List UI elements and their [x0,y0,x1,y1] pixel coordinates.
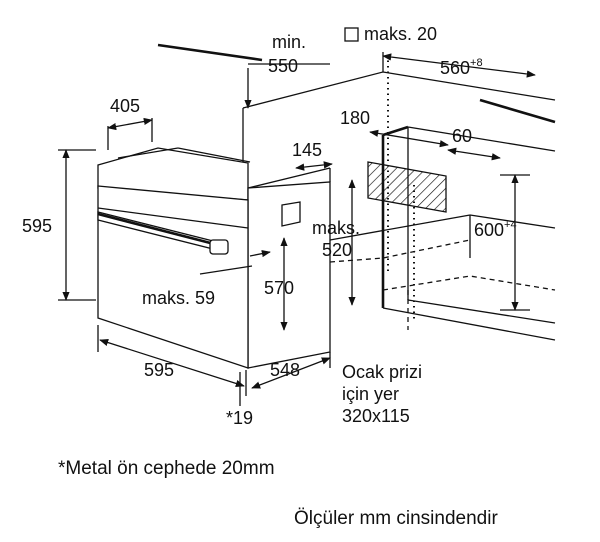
dim-405 [107,117,153,131]
dim-180 [369,129,449,148]
dim-560 [382,53,536,78]
label-405: 405 [110,96,140,116]
oven-front-panel [97,185,249,369]
dim-145 [295,161,333,171]
plinth-edge [382,307,556,341]
label-min-550: 550 [268,56,298,76]
label-595-height: 595 [22,216,52,236]
oven-top-face [97,147,249,201]
oven-door-handle-edge [97,212,223,248]
oven-top-rim [117,147,179,159]
dim-59-arrow [249,250,271,258]
socket-note-line2: için yer [342,384,399,404]
label-min: min. [272,32,306,52]
worktop-edge-left [157,43,263,62]
socket-area-hatched [367,161,447,213]
label-560: 560+8 [440,57,483,78]
hidden-floor-edge [329,239,471,263]
dimension-lines [58,27,536,406]
label-60: 60 [452,126,472,146]
units-note: Ölçüler mm cinsindendir [294,508,498,529]
worktop-edge-right [479,98,556,124]
dim-595-width [99,339,245,387]
socket-note-line3: 320x115 [342,406,410,426]
dim-60 [447,147,501,161]
hidden-plinth-edge [382,275,556,291]
oven-vent-slot [281,201,301,227]
label-star-19: *19 [226,408,253,428]
label-548: 548 [270,360,300,380]
plinth-edge-inner [407,299,556,324]
footnote-metal-front: *Metal ön cephede 20mm [58,458,275,479]
dim-548 [251,357,331,389]
oven [97,147,331,369]
label-145: 145 [292,140,322,160]
cabinet-niche [157,43,556,341]
maks-20-symbol [344,27,359,42]
side-panel-top [382,125,409,137]
label-maks-20: maks. 20 [364,24,437,44]
dim-59-leader [199,265,253,275]
label-600: 600+4 [474,219,517,240]
label-570: 570 [264,278,294,298]
label-maks-59: maks. 59 [142,288,215,308]
socket-note-line1: Ocak prizi [342,362,422,382]
oven-housing-top [247,167,331,189]
label-180: 180 [340,108,370,128]
oven-top-rim-2 [177,147,251,163]
oven-control-strip-line [97,207,249,229]
niche-top-back-edge [242,71,384,109]
side-panel-top-right [407,126,556,152]
label-maks-520: 520 [322,240,352,260]
label-595-width: 595 [144,360,174,380]
labels: min. 550 maks. 20 560+8 405 180 145 60 5… [22,24,517,529]
label-maks: maks. [312,218,360,238]
oven-handle-cap [209,239,229,255]
